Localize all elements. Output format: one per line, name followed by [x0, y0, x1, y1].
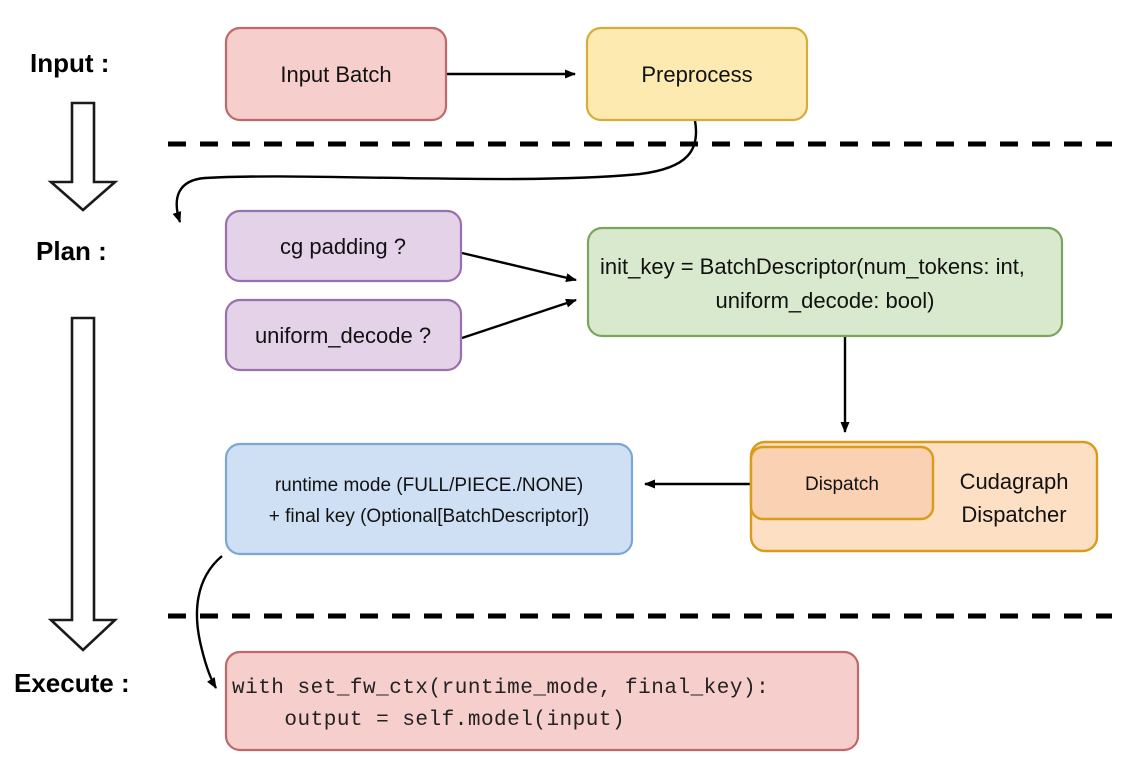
node-init-key-label-line2: uniform_decode: bool): [716, 288, 935, 313]
stage-label-execute: Execute :: [14, 668, 130, 698]
node-runtime-mode-label-line1: runtime mode (FULL/PIECE./NONE): [275, 475, 583, 496]
node-execute-code-shape[interactable]: [224, 650, 860, 752]
stage-label-input: Input :: [30, 48, 109, 78]
edge-preprocess-to-cg-padding: [172, 120, 698, 223]
node-uniform-decode-shape[interactable]: [224, 298, 463, 372]
node-cg-padding-label: cg padding ?: [280, 234, 406, 259]
node-dispatch-label: Dispatch: [805, 474, 879, 495]
node-dispatch-shape[interactable]: [749, 445, 935, 521]
node-input-batch-label: Input Batch: [280, 62, 391, 87]
node-runtime-mode-label-line2: + final key (Optional[BatchDescriptor]): [269, 506, 590, 527]
stage-arrow-plan-to-execute-icon: [47, 316, 119, 652]
edge-uniform-decode-to-init-key: [461, 298, 577, 340]
node-cg-padding-shape[interactable]: [224, 209, 463, 283]
node-execute-code-line2: output = self.model(input): [232, 709, 625, 732]
node-init-key[interactable]: init_key = BatchDescriptor(num_tokens: i…: [586, 226, 1064, 338]
node-cudagraph-dispatcher-label-line2: Dispatcher: [961, 502, 1066, 527]
node-execute-code-line1: with set_fw_ctx(runtime_mode, final_key)…: [232, 677, 769, 700]
node-preprocess-label: Preprocess: [641, 62, 752, 87]
stage-label-plan: Plan :: [36, 236, 107, 266]
node-execute-code[interactable]: with set_fw_ctx(runtime_mode, final_key)…: [224, 650, 860, 752]
node-preprocess[interactable]: Preprocess: [585, 26, 809, 122]
node-init-key-shape[interactable]: [586, 226, 1064, 338]
node-cg-padding[interactable]: cg padding ?: [224, 209, 463, 283]
node-dispatch[interactable]: Dispatch: [749, 445, 935, 521]
edge-cg-padding-to-init-key: [461, 251, 577, 283]
edge-runtime-mode-to-execute: [195, 555, 223, 689]
node-init-key-label-line1: init_key = BatchDescriptor(num_tokens: i…: [600, 254, 1025, 279]
node-input-batch-shape[interactable]: [224, 26, 448, 122]
node-cudagraph-dispatcher-label-line1: Cudagraph: [960, 469, 1069, 494]
node-input-batch[interactable]: Input Batch: [224, 26, 448, 122]
stage-arrow-input-to-plan-icon: [47, 101, 119, 212]
node-runtime-mode-shape[interactable]: [224, 442, 634, 556]
node-uniform-decode[interactable]: uniform_decode ?: [224, 298, 463, 372]
node-uniform-decode-label: uniform_decode ?: [255, 323, 431, 348]
node-runtime-mode[interactable]: runtime mode (FULL/PIECE./NONE) + final …: [224, 442, 634, 556]
node-preprocess-shape[interactable]: [585, 26, 809, 122]
